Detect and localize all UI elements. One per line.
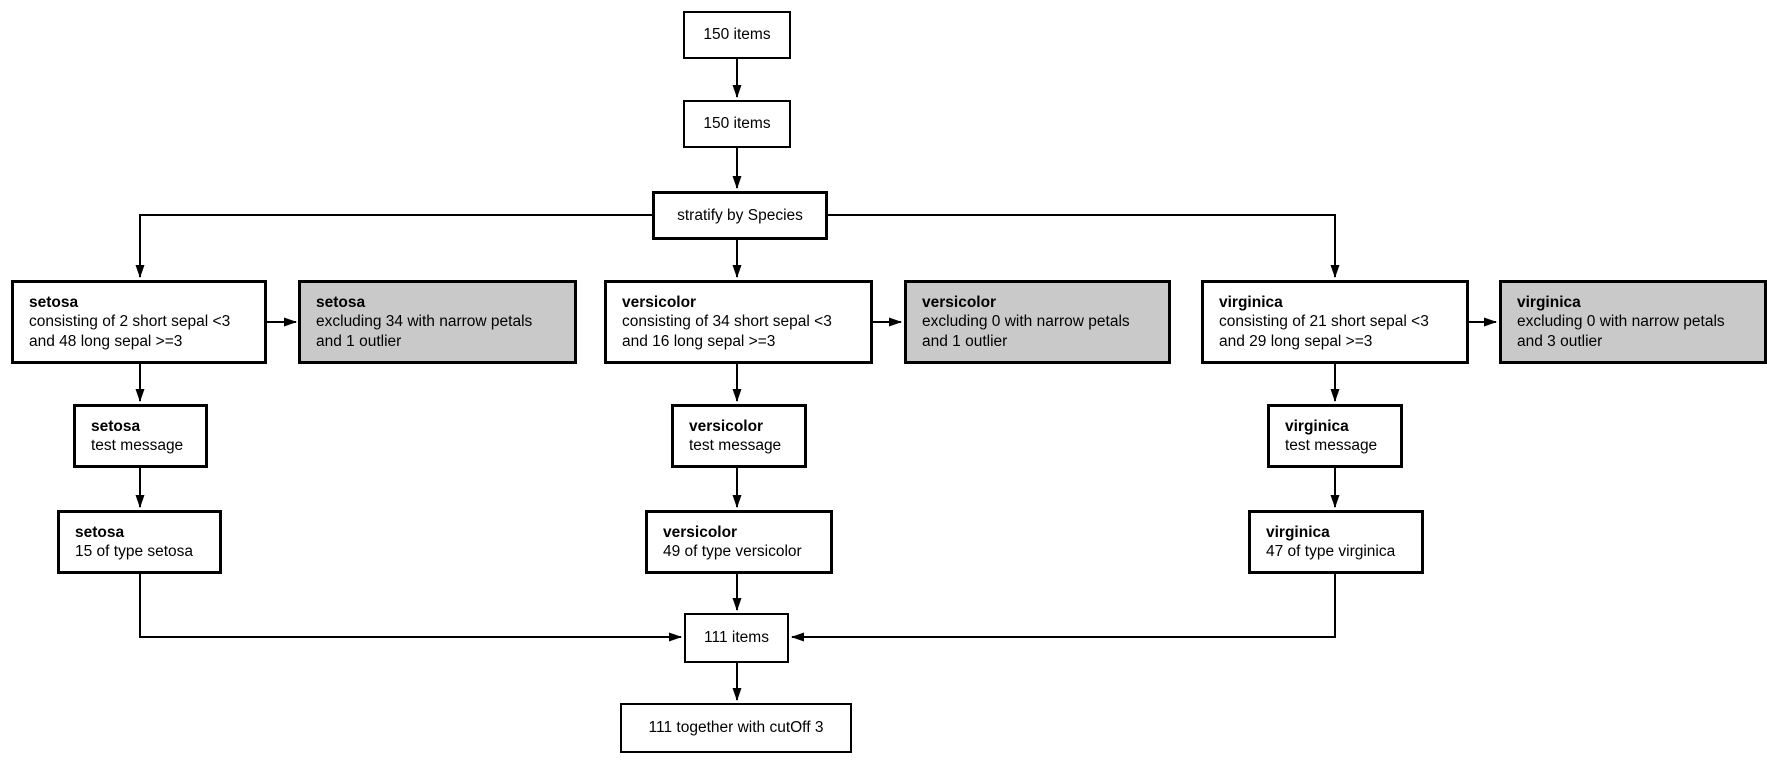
node-title: versicolor [689, 417, 764, 435]
node-line: and 16 long sepal >=3 [622, 332, 776, 350]
node-setosa-filter: setosa 15 of type setosa [57, 510, 222, 574]
node-virginica-excluded: virginica excluding 0 with narrow petals… [1499, 280, 1767, 364]
node-line: test message [689, 437, 782, 454]
node-label: 150 items [703, 115, 771, 133]
node-title: versicolor [663, 523, 738, 541]
edge-stratify-to-setosa [135, 214, 652, 278]
node-source-count: 150 items [683, 11, 791, 59]
node-line: and 3 outlier [1517, 332, 1603, 350]
node-stratify: stratify by Species [652, 191, 828, 240]
node-merge-count: 111 items [684, 613, 789, 663]
edge-virginica-filter-to-merge [791, 574, 1336, 642]
node-title: setosa [91, 417, 141, 435]
node-title: setosa [75, 523, 125, 541]
edge-setosa-filter-to-merge [139, 574, 682, 642]
node-label: stratify by Species [677, 206, 803, 224]
node-line: 47 of type virginica [1266, 543, 1396, 560]
node-line: and 48 long sepal >=3 [29, 332, 183, 350]
node-versicolor-excluded: versicolor excluding 0 with narrow petal… [904, 280, 1171, 364]
node-versicolor-filter: versicolor 49 of type versicolor [645, 510, 833, 574]
node-setosa-message: setosa test message [73, 404, 208, 468]
node-line: 15 of type setosa [75, 543, 194, 560]
node-title: versicolor [622, 293, 697, 311]
node-label: 111 items [704, 629, 769, 647]
node-setosa-split: setosa consisting of 2 short sepal <3 an… [11, 280, 267, 364]
node-title: virginica [1285, 417, 1349, 435]
node-line: 49 of type versicolor [663, 543, 802, 560]
node-line: excluding 0 with narrow petals [922, 313, 1130, 331]
edge-stratify-to-virginica [828, 214, 1340, 278]
node-title: virginica [1219, 293, 1283, 311]
node-virginica-message: virginica test message [1267, 404, 1403, 468]
node-title: setosa [316, 293, 366, 311]
node-title: virginica [1517, 293, 1581, 311]
node-line: excluding 0 with narrow petals [1517, 313, 1725, 331]
node-virginica-split: virginica consisting of 21 short sepal <… [1201, 280, 1469, 364]
node-title: virginica [1266, 523, 1330, 541]
node-final-cutoff: 111 together with cutOff 3 [620, 703, 852, 753]
node-virginica-filter: virginica 47 of type virginica [1248, 510, 1424, 574]
node-line: and 1 outlier [316, 332, 402, 350]
node-line: consisting of 2 short sepal <3 [29, 313, 231, 331]
node-cleaned-count: 150 items [683, 100, 791, 148]
node-title: setosa [29, 293, 79, 311]
node-label: 150 items [703, 26, 771, 44]
node-line: and 29 long sepal >=3 [1219, 332, 1373, 350]
node-line: consisting of 34 short sepal <3 [622, 313, 832, 331]
node-line: and 1 outlier [922, 332, 1008, 350]
node-line: test message [91, 437, 184, 454]
node-setosa-excluded: setosa excluding 34 with narrow petals a… [298, 280, 577, 364]
node-title: versicolor [922, 293, 997, 311]
node-label: 111 together with cutOff 3 [648, 719, 824, 737]
node-line: excluding 34 with narrow petals [316, 313, 533, 331]
node-line: test message [1285, 437, 1378, 454]
node-versicolor-message: versicolor test message [671, 404, 807, 468]
node-versicolor-split: versicolor consisting of 34 short sepal … [604, 280, 873, 364]
node-line: consisting of 21 short sepal <3 [1219, 313, 1429, 331]
